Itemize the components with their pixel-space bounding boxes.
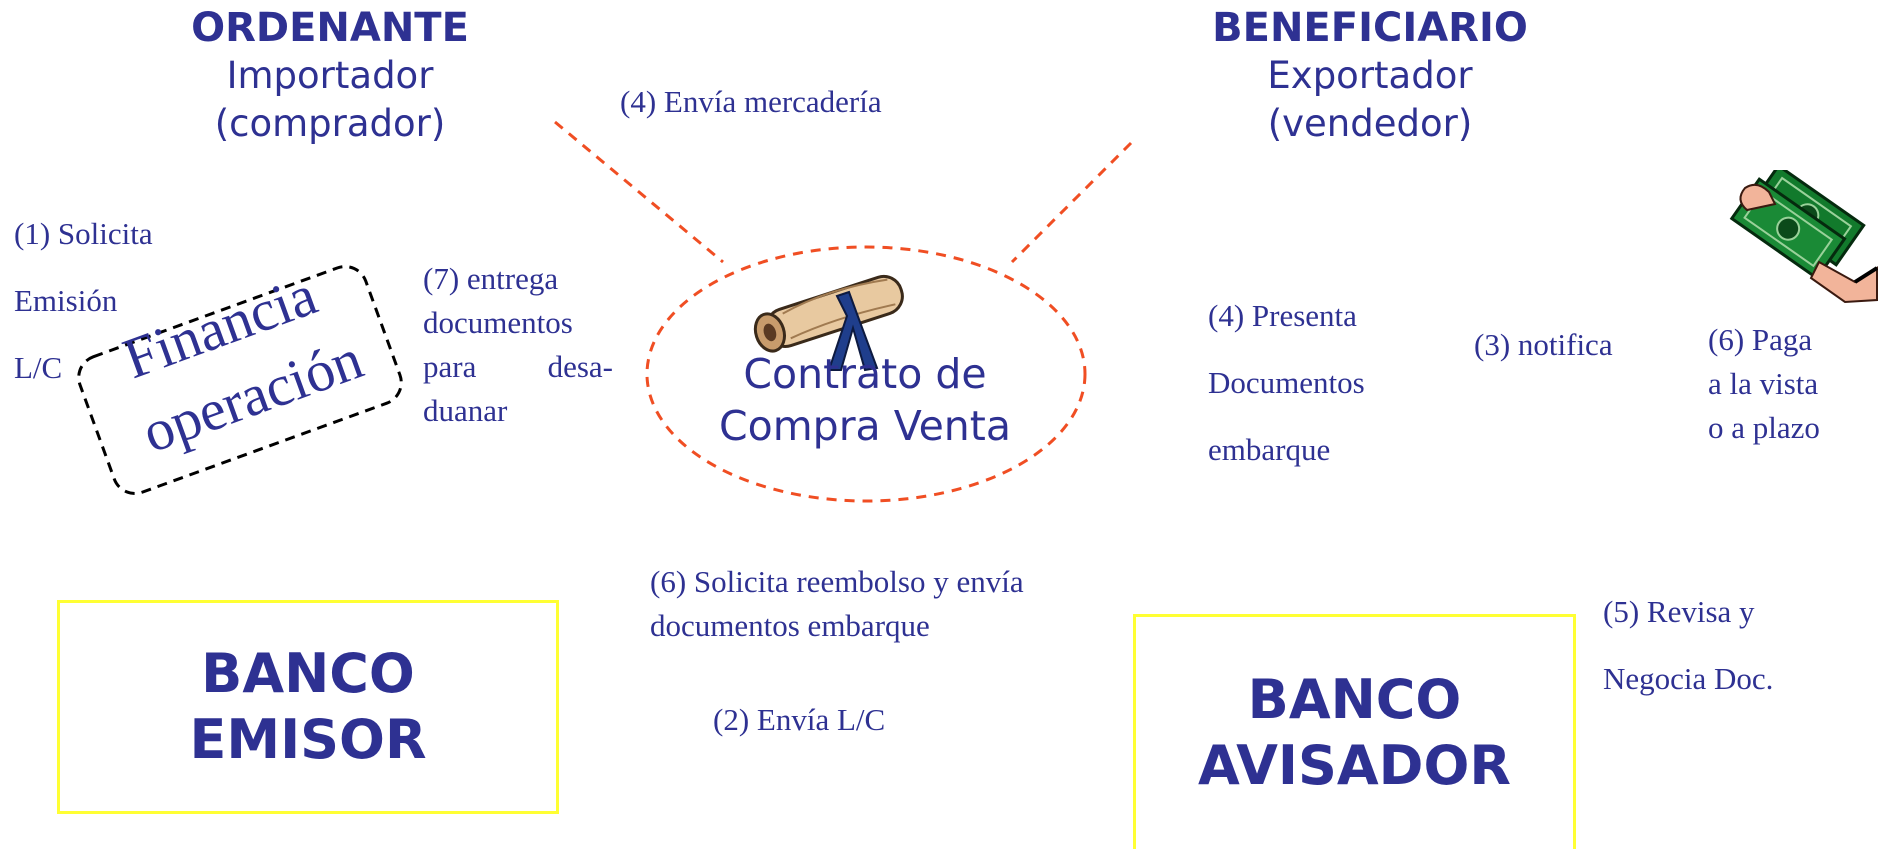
step-7-line-1: (7) entrega [423,261,559,296]
contract-line-2: Compra Venta [719,402,1011,450]
banco-emisor-line-2: EMISOR [189,708,427,771]
ordenante-block: ORDENANTE Importador (comprador) [130,4,530,148]
step-6-paga-line-3: o a plazo [1708,410,1820,445]
beneficiario-role: Exportador [1267,54,1473,97]
step-6-paga-line-1: (6) Paga [1708,322,1813,357]
step-7-word-para: para [423,349,477,384]
connector-ordenante-contract [554,120,724,264]
step-1-line-1: (1) Solicita [14,216,153,251]
financia-box-outline [77,265,403,495]
beneficiario-block: BENEFICIARIO Exportador (vendedor) [1170,4,1570,148]
step-4-presenta-line-2: Documentos [1208,365,1365,400]
banco-avisador-line-2: AVISADOR [1197,734,1511,797]
step-1-line-3: L/C [14,350,63,385]
step-6-solicita-line-1: (6) Solicita reembolso y envía [650,564,1024,599]
step-7-line-4: duanar [423,393,508,428]
banco-avisador-box: BANCO AVISADOR [1133,614,1576,849]
ordenante-role: Importador [226,54,434,97]
banco-emisor-box: BANCO EMISOR [57,600,559,814]
scroll-icon [753,274,904,372]
banco-emisor-line-1: BANCO [201,642,415,705]
beneficiario-role-detail: (vendedor) [1267,102,1473,145]
step-6-paga: (6) Paga a la vista o a plazo [1708,318,1820,450]
step-6-paga-line-2: a la vista [1708,366,1819,401]
contract-line-1: Contrato de [743,350,987,398]
contract-label: Contrato de Compra Venta [690,348,1040,452]
step-6-solicita-line-2: documentos embarque [650,608,930,643]
step-7-entrega: (7) entrega documentos para desa- duanar [423,257,613,433]
ordenante-role-detail: (comprador) [214,102,446,145]
step-5-revisa: (5) Revisa y Negocia Doc. [1603,578,1773,712]
connector-beneficiario-contract [1010,141,1133,264]
contract-ellipse [645,245,1087,503]
step-4-presenta-line-3: embarque [1208,432,1331,467]
beneficiario-title: BENEFICIARIO [1212,5,1528,51]
step-7-word-desa: desa- [547,349,613,384]
step-4-presenta-line-1: (4) Presenta [1208,298,1357,333]
step-4-presenta: (4) Presenta Documentos embarque [1208,282,1365,483]
step-1-line-2: Emisión [14,283,118,318]
step-7-line-3: para desa- [423,345,613,389]
banco-avisador-line-1: BANCO [1247,668,1462,731]
money-hand-icon [1729,170,1879,304]
step-5-line-1: (5) Revisa y [1603,594,1755,629]
step-5-line-2: Negocia Doc. [1603,661,1774,696]
step-7-line-2: documentos [423,305,573,340]
step-6-solicita-reembolso: (6) Solicita reembolso y envía documento… [650,560,1024,648]
ordenante-title: ORDENANTE [191,5,469,51]
step-3-notifica: (3) notifica [1474,327,1613,362]
step-2-envia-lc: (2) Envía L/C [713,702,886,737]
step-1-solicita: (1) Solicita Emisión L/C [14,200,153,401]
step-4-envia-mercaderia: (4) Envía mercadería [620,84,882,119]
